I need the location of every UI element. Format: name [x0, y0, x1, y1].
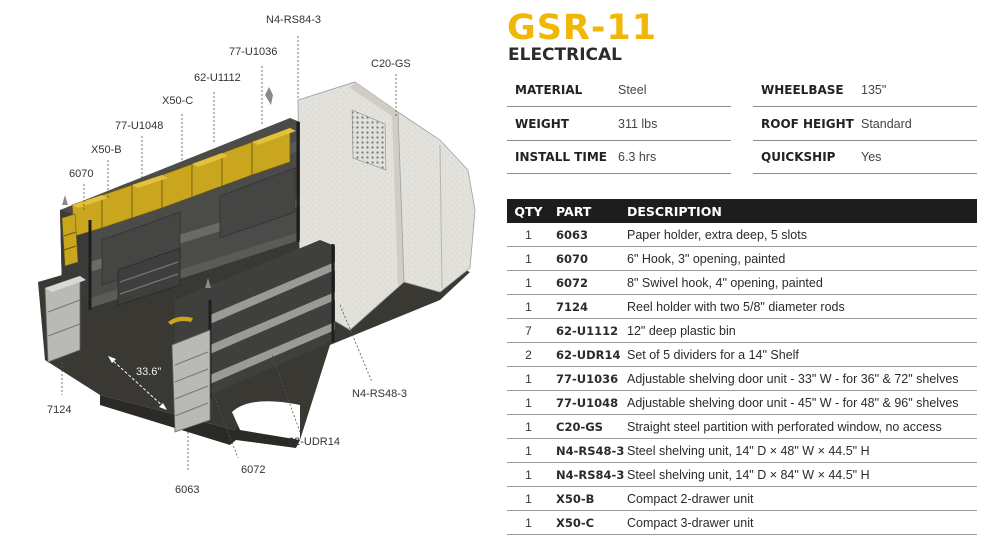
- table-row: 1 C20-GS Straight steel partition with per…: [507, 415, 977, 439]
- door-unit-2: [219, 167, 296, 239]
- row-part: 77-U1048: [556, 395, 619, 410]
- row-description: Adjustable shelving door unit - 45" W - …: [627, 395, 959, 410]
- spec-value: 311 lbs: [618, 117, 658, 131]
- callout-6072: 6072: [241, 464, 266, 476]
- callout-x50-b: X50-B: [91, 144, 122, 156]
- spec-value: Yes: [861, 150, 882, 164]
- callout-x50-c: X50-C: [162, 95, 194, 107]
- spec-label: WHEELBASE: [761, 83, 844, 97]
- row-qty: 1: [525, 299, 532, 314]
- header-description: DESCRIPTION: [627, 203, 722, 219]
- row-part: 7124: [556, 299, 589, 314]
- callout-77-u1036: 77-U1036: [229, 46, 278, 58]
- table-row: 1 6063 Paper holder, extra deep, 5 slots: [507, 223, 977, 247]
- spec-value: 6.3 hrs: [618, 150, 657, 164]
- callout-n4-rs84-3: N4-RS84-3: [266, 14, 322, 26]
- parts-table: QTY PART DESCRIPTION 1 6063 Paper holder, …: [507, 199, 977, 535]
- table-row: 1 X50-B Compact 2-drawer unit: [507, 487, 977, 511]
- row-qty: 2: [525, 347, 532, 362]
- row-description: Paper holder, extra deep, 5 slots: [627, 227, 807, 242]
- table-header: QTY PART DESCRIPTION: [507, 199, 977, 223]
- spec-label: MATERIAL: [515, 83, 583, 97]
- row-qty: 1: [525, 275, 532, 290]
- spec-wheelbase: WHEELBASE 135": [753, 74, 977, 107]
- row-qty: 1: [525, 515, 532, 530]
- row-qty: 1: [525, 443, 532, 458]
- callout-6070: 6070: [69, 168, 94, 180]
- table-row: 1 6070 6" Hook, 3" opening, painted: [507, 247, 977, 271]
- row-description: Steel shelving unit, 14" D × 48" W × 44.…: [627, 443, 870, 458]
- row-part: 6070: [556, 251, 589, 266]
- header-qty: QTY: [514, 203, 543, 219]
- row-part: 6063: [556, 227, 589, 242]
- row-part: X50-C: [556, 515, 595, 530]
- header-part: PART: [556, 203, 592, 219]
- table-row: 1 77-U1048 Adjustable shelving door unit -…: [507, 391, 977, 415]
- van-shelving-illustration: N4-RS84-3 77-U1036 C20-GS 62-U1112 X50-C…: [0, 0, 490, 554]
- row-description: Adjustable shelving door unit - 33" W - …: [627, 371, 959, 386]
- row-part: 62-U1112: [556, 323, 619, 338]
- row-description: Compact 2-drawer unit: [627, 491, 754, 506]
- short-shelving-unit: [175, 240, 335, 395]
- row-part: 62-UDR14: [556, 347, 621, 362]
- row-qty: 1: [525, 467, 532, 482]
- van-interior-drawing: [38, 36, 476, 472]
- row-qty: 7: [525, 323, 532, 338]
- row-qty: 1: [525, 251, 532, 266]
- spec-label: QUICKSHIP: [761, 150, 836, 164]
- spec-value: Steel: [618, 83, 647, 97]
- spec-label: ROOF HEIGHT: [761, 117, 854, 131]
- table-body: 1 6063 Paper holder, extra deep, 5 slots 1 6…: [507, 223, 977, 535]
- table-row: 2 62-UDR14 Set of 5 dividers for a 14" She…: [507, 343, 977, 367]
- row-description: 12" deep plastic bin: [627, 323, 736, 338]
- row-qty: 1: [525, 491, 532, 506]
- spec-value: 135": [861, 83, 887, 97]
- row-part: X50-B: [556, 491, 595, 506]
- row-description: Reel holder with two 5/8" diameter rods: [627, 299, 845, 314]
- spec-roof-height: ROOF HEIGHT Standard: [753, 108, 977, 141]
- row-part: 6072: [556, 275, 589, 290]
- callout-c20-gs: C20-GS: [371, 58, 411, 70]
- row-qty: 1: [525, 419, 532, 434]
- callout-62-udr14: 62-UDR14: [288, 436, 340, 448]
- product-subtitle: ELECTRICAL: [508, 45, 623, 65]
- spec-weight: WEIGHT 311 lbs: [507, 108, 731, 141]
- table-row: 1 7124 Reel holder with two 5/8" diameter …: [507, 295, 977, 319]
- row-description: Straight steel partition with perforated…: [627, 419, 942, 434]
- table-row: 1 77-U1036 Adjustable shelving door unit -…: [507, 367, 977, 391]
- drawer-unit: [117, 247, 181, 306]
- row-part: N4-RS84-3: [556, 467, 625, 482]
- spec-label: WEIGHT: [515, 117, 569, 131]
- row-description: 8" Swivel hook, 4" opening, painted: [627, 275, 823, 290]
- dimension-label: 33.6": [136, 366, 162, 378]
- table-row: 7 62-U1112 12" deep plastic bin: [507, 319, 977, 343]
- row-description: 6" Hook, 3" opening, painted: [627, 251, 786, 266]
- callout-7124: 7124: [47, 404, 72, 416]
- row-description: Compact 3-drawer unit: [627, 515, 754, 530]
- row-qty: 1: [525, 371, 532, 386]
- row-description: Steel shelving unit, 14" D × 84" W × 44.…: [627, 467, 870, 482]
- spec-install-time: INSTALL TIME 6.3 hrs: [507, 141, 731, 174]
- callout-62-u1112: 62-U1112: [194, 72, 241, 84]
- perforated-window: [351, 109, 387, 171]
- callout-6063: 6063: [175, 484, 200, 496]
- row-part: 77-U1036: [556, 371, 619, 386]
- callout-77-u1048: 77-U1048: [115, 120, 164, 132]
- row-qty: 1: [525, 227, 532, 242]
- paper-holder: [171, 329, 211, 433]
- table-row: 1 X50-C Compact 3-drawer unit: [507, 511, 977, 535]
- row-part: N4-RS48-3: [556, 443, 625, 458]
- spec-value: Standard: [861, 117, 912, 131]
- spec-quickship: QUICKSHIP Yes: [753, 141, 977, 174]
- row-qty: 1: [525, 395, 532, 410]
- spec-label: INSTALL TIME: [515, 150, 607, 164]
- product-title: GSR-11: [507, 8, 658, 48]
- spec-material: MATERIAL Steel: [507, 74, 731, 107]
- callout-n4-rs48-3: N4-RS48-3: [352, 388, 408, 400]
- row-description: Set of 5 dividers for a 14" Shelf: [627, 347, 799, 362]
- row-part: C20-GS: [556, 419, 603, 434]
- table-row: 1 6072 8" Swivel hook, 4" opening, painted: [507, 271, 977, 295]
